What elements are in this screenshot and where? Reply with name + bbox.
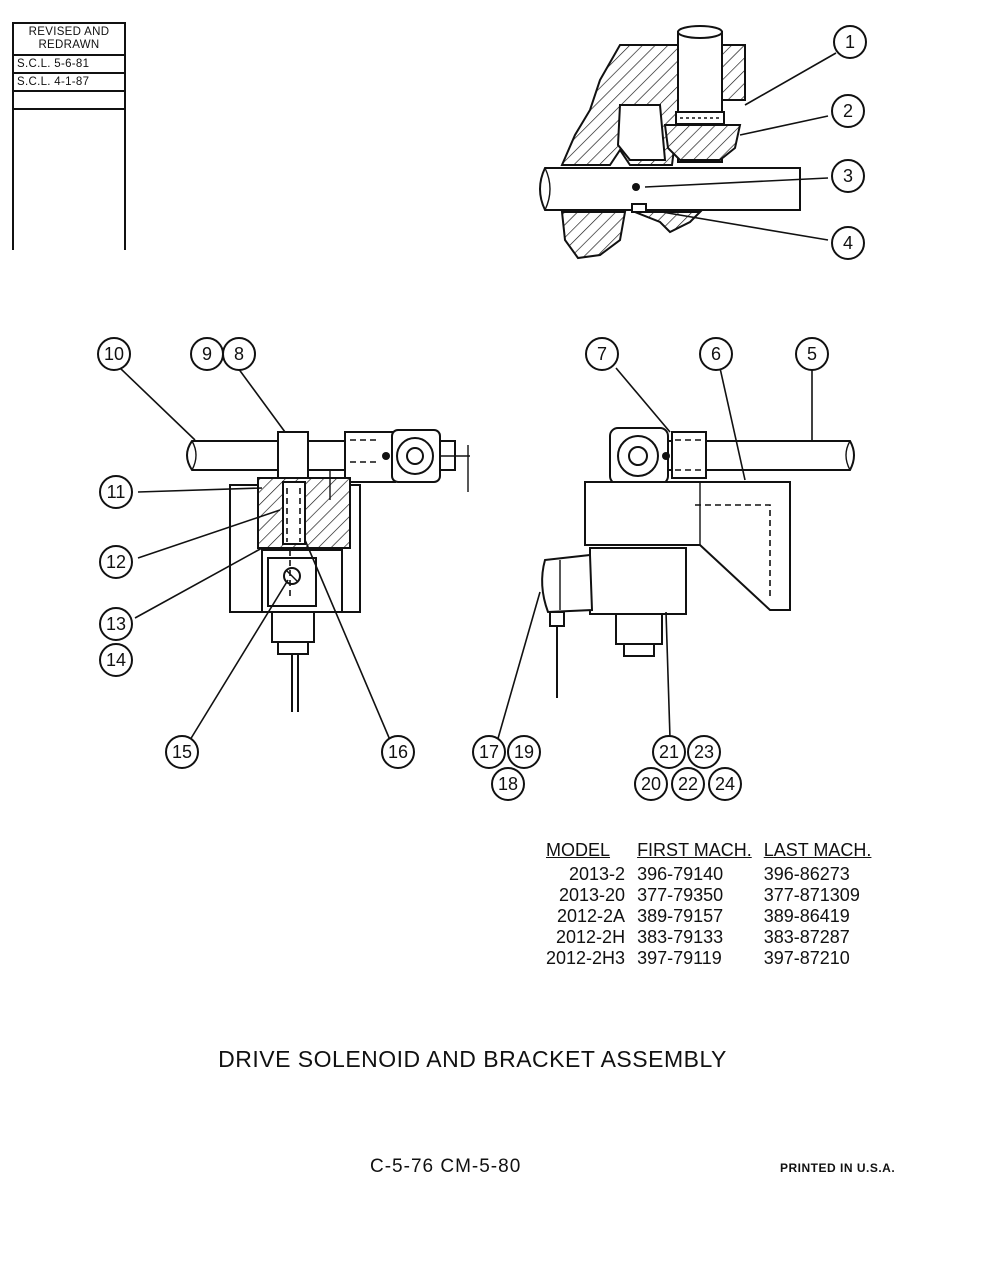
table-row: 2012-2A 389-79157 389-86419 — [540, 906, 877, 927]
callout-number: 19 — [514, 742, 534, 762]
callout-bubble-18: 18 — [491, 767, 525, 801]
callout-number: 17 — [479, 742, 499, 762]
callout-bubble-15: 15 — [165, 735, 199, 769]
column-header-last-mach: LAST MACH. — [763, 840, 872, 860]
model-cell: 2012-2H3 — [546, 948, 626, 968]
printed-notice: PRINTED IN U.S.A. — [780, 1161, 896, 1175]
last-mach-cell: 383-87287 — [763, 927, 850, 947]
callout-bubble-8: 8 — [222, 337, 256, 371]
column-header-model: MODEL — [546, 840, 611, 860]
callout-number: 11 — [107, 482, 126, 502]
model-cell: 2013-20 — [559, 885, 626, 905]
first-mach-cell: 377-79350 — [637, 885, 724, 905]
callout-number: 20 — [641, 774, 661, 794]
callout-bubble-1: 1 — [833, 25, 867, 59]
callout-number: 4 — [843, 233, 853, 253]
callout-bubble-14: 14 — [99, 643, 133, 677]
callout-bubble-7: 7 — [585, 337, 619, 371]
callout-bubble-2: 2 — [831, 94, 865, 128]
callout-bubble-11: 11 — [99, 475, 133, 509]
callout-number: 7 — [597, 344, 607, 364]
table-row: 2013-2 396-79140 396-86273 — [540, 864, 877, 885]
callout-number: 8 — [234, 344, 244, 364]
column-header-first-mach: FIRST MACH. — [637, 840, 752, 860]
revision-header: REVISED AND REDRAWN — [14, 24, 124, 56]
first-mach-cell: 396-79140 — [637, 864, 724, 884]
callout-number: 1 — [845, 32, 855, 52]
revision-blank-row — [14, 92, 124, 110]
callout-bubble-12: 12 — [99, 545, 133, 579]
callout-bubble-17: 17 — [472, 735, 506, 769]
revision-row: S.C.L. 4-1-87 — [14, 74, 124, 92]
leader-lines — [119, 52, 837, 743]
drawing-title: DRIVE SOLENOID AND BRACKET ASSEMBLY — [218, 1046, 727, 1072]
callout-bubble-10: 10 — [97, 337, 131, 371]
callout-bubble-9: 9 — [190, 337, 224, 371]
table-row: 2012-2H 383-79133 383-87287 — [540, 927, 877, 948]
last-mach-cell: 397-87210 — [763, 948, 850, 968]
table-row: 2012-2H3 397-79119 397-87210 — [540, 948, 877, 969]
callout-number: 22 — [678, 774, 698, 794]
drawing-codes: C-5-76 CM-5-80 — [370, 1156, 522, 1177]
last-mach-cell: 377-871309 — [763, 885, 860, 905]
model-serial-table: MODEL FIRST MACH. LAST MACH. 2013-2 396-… — [540, 840, 877, 969]
model-cell: 2013-2 — [569, 864, 626, 884]
callout-number: 10 — [104, 344, 124, 364]
callout-bubble-5: 5 — [795, 337, 829, 371]
model-cell: 2012-2H — [556, 927, 626, 947]
first-mach-cell: 383-79133 — [637, 927, 724, 947]
callout-number: 2 — [843, 101, 853, 121]
table-row: 2013-20 377-79350 377-871309 — [540, 885, 877, 906]
callout-number: 24 — [715, 774, 735, 794]
callout-number: 9 — [202, 344, 212, 364]
callout-number: 14 — [106, 650, 126, 670]
callout-bubble-16: 16 — [381, 735, 415, 769]
callout-number: 3 — [843, 166, 853, 186]
sectional-detail-view — [539, 25, 801, 260]
front-view-solenoid — [186, 429, 470, 712]
callout-number: 18 — [498, 774, 518, 794]
model-cell: 2012-2A — [557, 906, 626, 926]
callout-number: 12 — [106, 552, 126, 572]
callout-bubble-13: 13 — [99, 607, 133, 641]
callout-number: 15 — [172, 742, 192, 762]
revision-row: S.C.L. 5-6-81 — [14, 56, 124, 74]
callout-number: 5 — [807, 344, 817, 364]
first-mach-cell: 389-79157 — [637, 906, 724, 926]
callout-bubble-22: 22 — [671, 767, 705, 801]
callout-bubble-6: 6 — [699, 337, 733, 371]
callout-number: 16 — [388, 742, 408, 762]
first-mach-cell: 397-79119 — [637, 948, 722, 968]
callout-number: 21 — [659, 742, 679, 762]
callout-number: 23 — [694, 742, 714, 762]
revision-block: REVISED AND REDRAWN S.C.L. 5-6-81 S.C.L.… — [12, 22, 126, 250]
callout-bubble-3: 3 — [831, 159, 865, 193]
last-mach-cell: 389-86419 — [763, 906, 850, 926]
callout-bubble-4: 4 — [831, 226, 865, 260]
callout-bubble-19: 19 — [507, 735, 541, 769]
callout-number: 13 — [106, 614, 126, 634]
side-view-solenoid — [541, 427, 855, 698]
last-mach-cell: 396-86273 — [763, 864, 850, 884]
callout-number: 6 — [711, 344, 721, 364]
callout-bubble-21: 21 — [652, 735, 686, 769]
callout-bubble-24: 24 — [708, 767, 742, 801]
callout-bubble-20: 20 — [634, 767, 668, 801]
callout-bubble-23: 23 — [687, 735, 721, 769]
